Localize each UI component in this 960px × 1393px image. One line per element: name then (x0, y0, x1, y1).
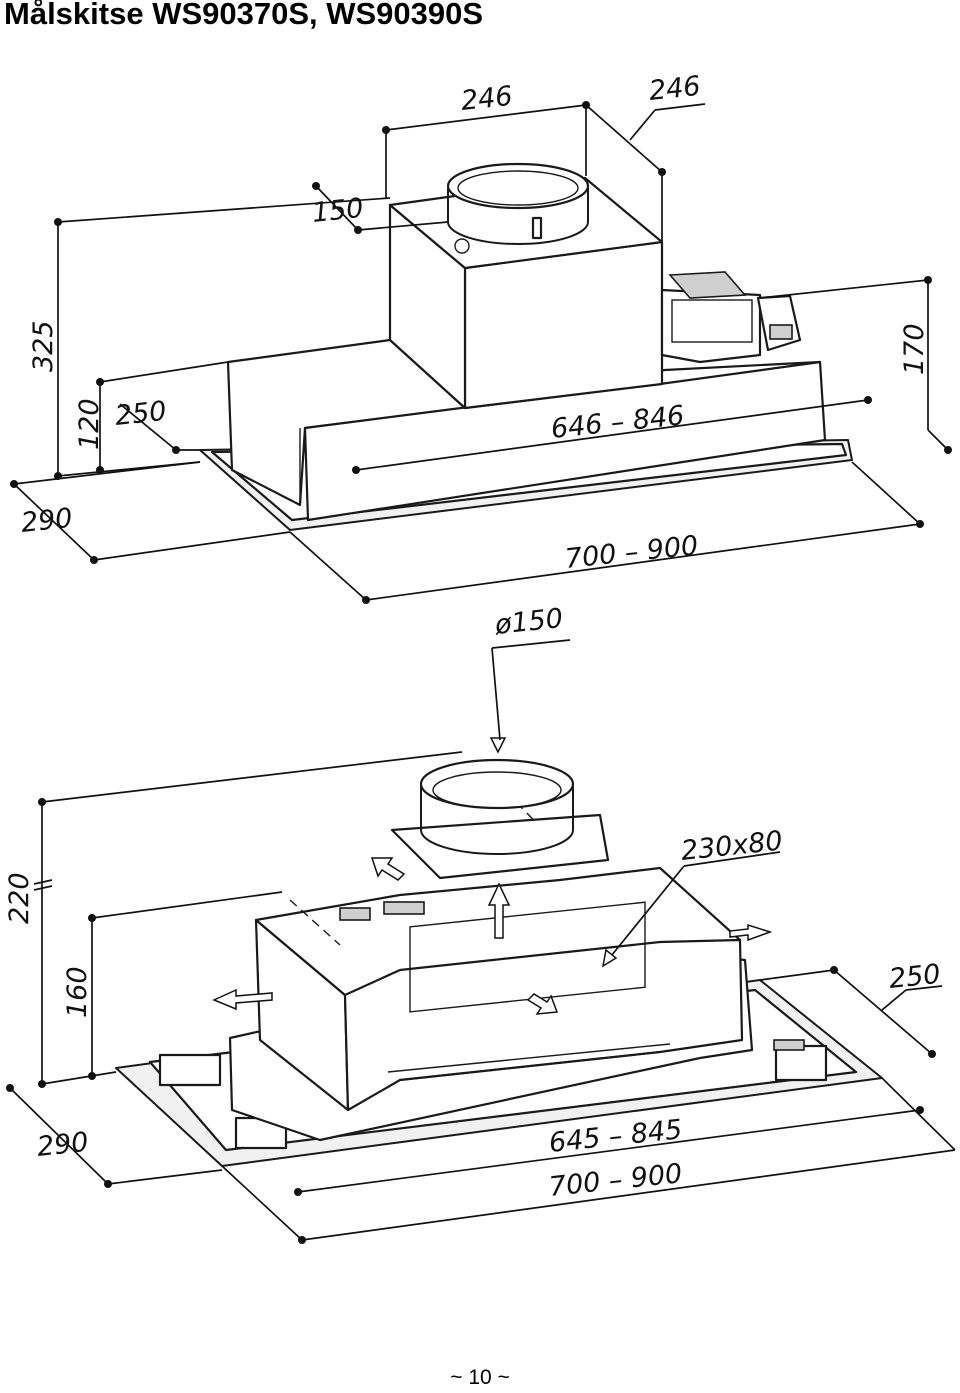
dim-outlet: 150 (310, 193, 365, 229)
dim-height-body-bottom: 160 (62, 966, 93, 1018)
dim-outlet-diameter: ø150 (492, 603, 564, 641)
top-outlet-collar-top (446, 162, 590, 210)
dim-width: 700 – 900 (563, 530, 699, 575)
arrow-up-icon (487, 882, 511, 939)
arrow-down-icon (489, 737, 507, 754)
page-title: Målskitse WS90370S, WS90390S (4, 0, 484, 31)
dim-width-a: 246 (459, 81, 514, 117)
dim-height-body: 120 (74, 398, 105, 450)
page-number: ~ 10 ~ (450, 1366, 510, 1389)
dim-depth: 290 (19, 503, 74, 539)
dim-depth-inner: 250 (113, 396, 168, 432)
arrow-down-right-icon (526, 993, 559, 1015)
top-hood-drawing (199, 162, 853, 531)
dim-width-b: 246 (647, 71, 702, 107)
bottom-hood-drawing (115, 758, 883, 1167)
dim-height-total: 325 (28, 320, 59, 372)
dim-opening: 230x80 (679, 825, 784, 866)
arrow-right-icon (729, 923, 773, 942)
dim-depth-inner-bottom: 250 (887, 959, 942, 995)
top-dimension-lines (10, 101, 952, 604)
dim-height-total-bottom: 220 (4, 872, 35, 924)
top-motor-box-front (463, 240, 664, 410)
top-connector-box (756, 294, 802, 352)
airflow-arrows (212, 737, 773, 1015)
top-electronics-box (660, 288, 762, 364)
bottom-body-front (343, 938, 744, 1112)
arrow-left-icon (212, 988, 273, 1011)
dim-height-side: 170 (899, 323, 930, 375)
bottom-outlet-plate (390, 813, 610, 880)
bottom-dimension-lines (6, 639, 956, 1244)
arrow-upper-left-icon (370, 857, 406, 881)
dim-depth-bottom: 290 (35, 1127, 90, 1163)
top-dimension-labels: 246 246 150 325 120 250 646 – 846 170 29… (19, 71, 930, 575)
